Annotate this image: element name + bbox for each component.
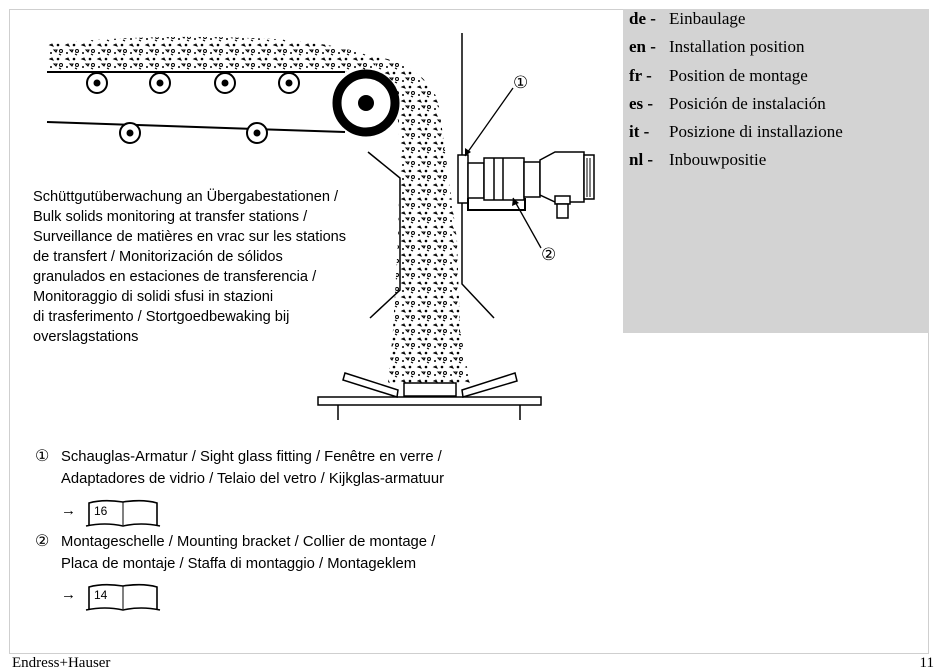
callout-leader-1 [464,87,514,157]
language-row-fr: fr - Position de montage [629,66,808,86]
receiving-conveyor [317,372,542,420]
caption-line: Monitoraggio di solidi sfusi in stazioni [33,289,274,305]
reference-line: Montageschelle / Mounting bracket / Coll… [61,534,436,550]
language-code: it - [629,122,650,141]
figure-caption: Schüttgutüberwachung an Übergabestatione… [33,187,393,347]
caption-line: Bulk solids monitoring at transfer stati… [33,209,308,225]
chute-walls [367,33,495,319]
language-row-de: de - Einbaulage [629,9,745,29]
falling-bulk-stream [372,56,470,383]
language-label: Posición de instalación [669,94,826,113]
caption-line: Surveillance de matières en vrac sur les… [33,229,347,245]
language-code: fr - [629,66,652,85]
book-icon: 16 [85,499,161,527]
sight-glass-fitting [457,154,469,204]
callout-1: ① [513,73,528,93]
idler-rollers [86,72,300,144]
book-icon: 14 [85,583,161,611]
mounting-bracket [467,198,526,211]
caption-line: overslagstations [33,329,139,345]
reference-line: Placa de montaje / Staffa di montaggio /… [61,555,417,572]
language-row-es: es - Posición de instalación [629,94,826,114]
language-row-en: en - Installation position [629,37,805,57]
language-label: Installation position [669,37,805,56]
caption-line: de transfert / Monitorización de sólidos [33,249,283,265]
language-label: Position de montage [669,66,808,85]
caption-line: Schüttgutüberwachung an Übergabestatione… [33,189,339,205]
language-panel: de - Einbaulage en - Installation position… [623,9,929,333]
footer-page-number: 11 [919,655,934,671]
reference-line: Schauglas-Armatur / Sight glass fitting … [61,449,442,465]
language-label: Inbouwpositie [669,150,767,169]
reference-marker: ① [35,448,50,465]
language-label: Posizione di installazione [669,122,843,141]
level-switch-sensor [467,151,595,219]
bulk-material-on-belt [47,36,375,72]
language-code: en - [629,37,656,56]
page-number-label: 16 [94,504,108,518]
reference-line: Adaptadores de vidrio / Telaio del vetro… [61,470,444,487]
callout-leader-2 [512,197,542,249]
caption-line: granulados en estaciones de transferenci… [33,269,317,285]
caption-line: di trasferimento / Stortgoedbewaking bij [33,309,290,325]
language-row-it: it - Posizione di installazione [629,122,843,142]
reference-marker: ② [35,533,50,550]
language-code: es - [629,94,654,113]
language-code: nl - [629,150,654,169]
belt-bottom-line [46,121,346,133]
language-row-nl: nl - Inbouwpositie [629,150,766,170]
language-code: de - [629,9,656,28]
page-number-label: 14 [94,588,108,602]
arrow-right-icon: → [61,502,76,519]
footer-brand: Endress+Hauser [12,655,111,671]
arrow-right-icon: → [61,586,76,603]
language-label: Einbaulage [669,9,746,28]
callout-2: ② [541,245,556,265]
